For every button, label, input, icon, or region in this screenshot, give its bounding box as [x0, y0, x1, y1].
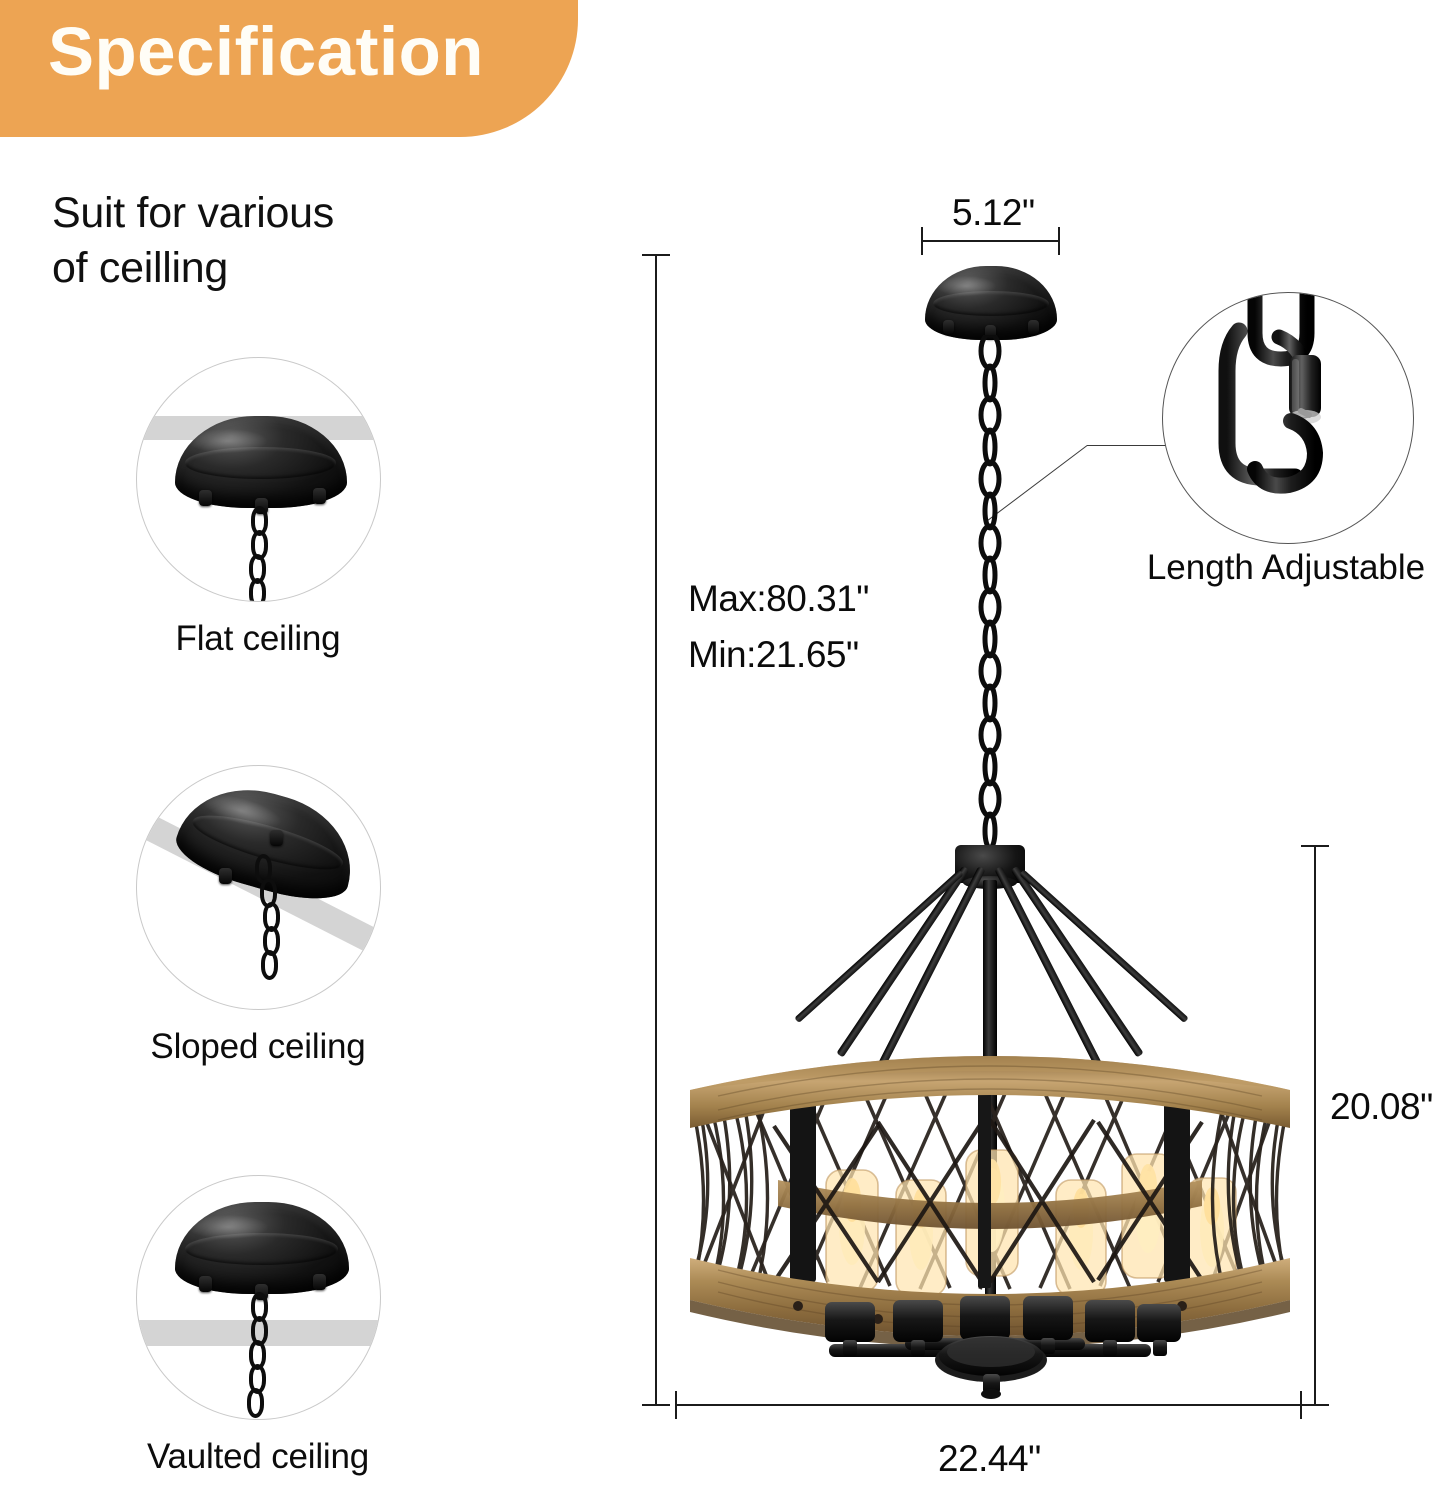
canopy-screw	[985, 325, 996, 339]
socket-assembly-svg	[825, 1296, 1181, 1399]
canopy-screw	[269, 830, 283, 846]
ceiling-option-label: Vaulted ceiling	[146, 1437, 370, 1476]
ceiling-option-label: Sloped ceiling	[150, 1027, 366, 1066]
canopy-screw	[943, 320, 954, 334]
ceiling-option-sloped: Sloped ceiling	[108, 765, 408, 1066]
canopy-ridge	[185, 447, 336, 478]
dimension-line-canopy	[921, 240, 1060, 242]
dimension-cap	[1058, 227, 1060, 255]
socket-assembly	[795, 1282, 1185, 1402]
dimension-cap	[642, 1404, 670, 1406]
specification-banner: Specification	[0, 0, 578, 137]
ceiling-option-vaulted: Vaulted ceiling	[108, 1175, 408, 1476]
dimension-cap	[1300, 1391, 1302, 1419]
vaulted-ceiling-canopy-icon	[135, 1175, 381, 1420]
chain-link	[248, 578, 266, 601]
dimension-cap	[921, 227, 923, 255]
ceiling-option-flat: Flat ceiling	[108, 357, 408, 658]
left-panel-heading: Suit for various of ceilling	[52, 186, 482, 296]
dimension-cap	[675, 1391, 677, 1419]
chain-link	[260, 950, 278, 980]
canopy-ridge	[185, 1233, 338, 1264]
dimension-drop-min: Min:21.65"	[688, 634, 859, 675]
dimension-canopy-width: 5.12"	[952, 192, 1035, 233]
dimension-drop-max: Max:80.31"	[688, 578, 869, 619]
dimension-line-drop	[655, 254, 657, 1406]
heading-line-2: of ceilling	[52, 244, 228, 293]
cage-strap-center	[978, 1088, 991, 1288]
canopy-ridge	[933, 291, 1049, 316]
dimension-line-height	[1314, 845, 1316, 1405]
dimension-fixture-width: 22.44"	[938, 1438, 1041, 1479]
cage-strap	[1164, 1092, 1190, 1282]
cage-strap	[790, 1092, 816, 1282]
canopy-screw	[1028, 320, 1039, 334]
canopy-screw	[198, 1276, 212, 1292]
dimension-cap	[1301, 845, 1329, 847]
dimension-fixture-height: 20.08"	[1330, 1086, 1433, 1127]
canopy-screw	[218, 868, 232, 884]
callout-leader-line	[1087, 445, 1167, 447]
chain-link-detail-icon	[1162, 292, 1414, 544]
dimension-cap	[1301, 1404, 1329, 1406]
dimension-cap	[642, 254, 670, 256]
callout-label: Length Adjustable	[1146, 548, 1426, 587]
heading-line-1: Suit for various	[52, 189, 334, 237]
canopy-screw	[312, 488, 326, 504]
ceiling-option-label: Flat ceiling	[175, 619, 341, 658]
flat-ceiling-canopy-icon	[135, 357, 381, 602]
chain-svg	[978, 335, 1002, 851]
dimension-line-width	[675, 1404, 1302, 1406]
canopy-screw	[312, 1274, 326, 1290]
chain-link	[246, 1388, 264, 1418]
chain-link-svg	[1218, 293, 1324, 543]
canopy-screw	[198, 490, 212, 506]
sloped-ceiling-canopy-icon	[135, 765, 381, 1010]
page-title: Specification	[48, 13, 484, 90]
